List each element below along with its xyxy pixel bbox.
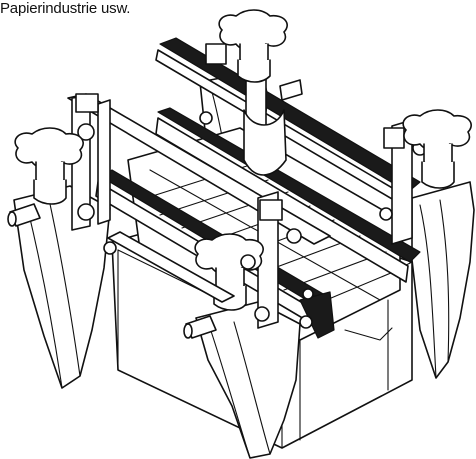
- star-knob-rear: [218, 9, 288, 83]
- caption-text: Papierindustrie usw.: [0, 0, 131, 17]
- front-middle-clamp-body: [195, 301, 301, 459]
- side-pins: [7, 79, 303, 339]
- star-knob-right: [402, 109, 472, 189]
- front-cross-rod: [103, 231, 313, 329]
- rear-right-clamp-body: [411, 181, 475, 379]
- front-middle-posts: [254, 191, 314, 329]
- right-posts: [379, 119, 428, 245]
- star-knob-left: [14, 127, 84, 205]
